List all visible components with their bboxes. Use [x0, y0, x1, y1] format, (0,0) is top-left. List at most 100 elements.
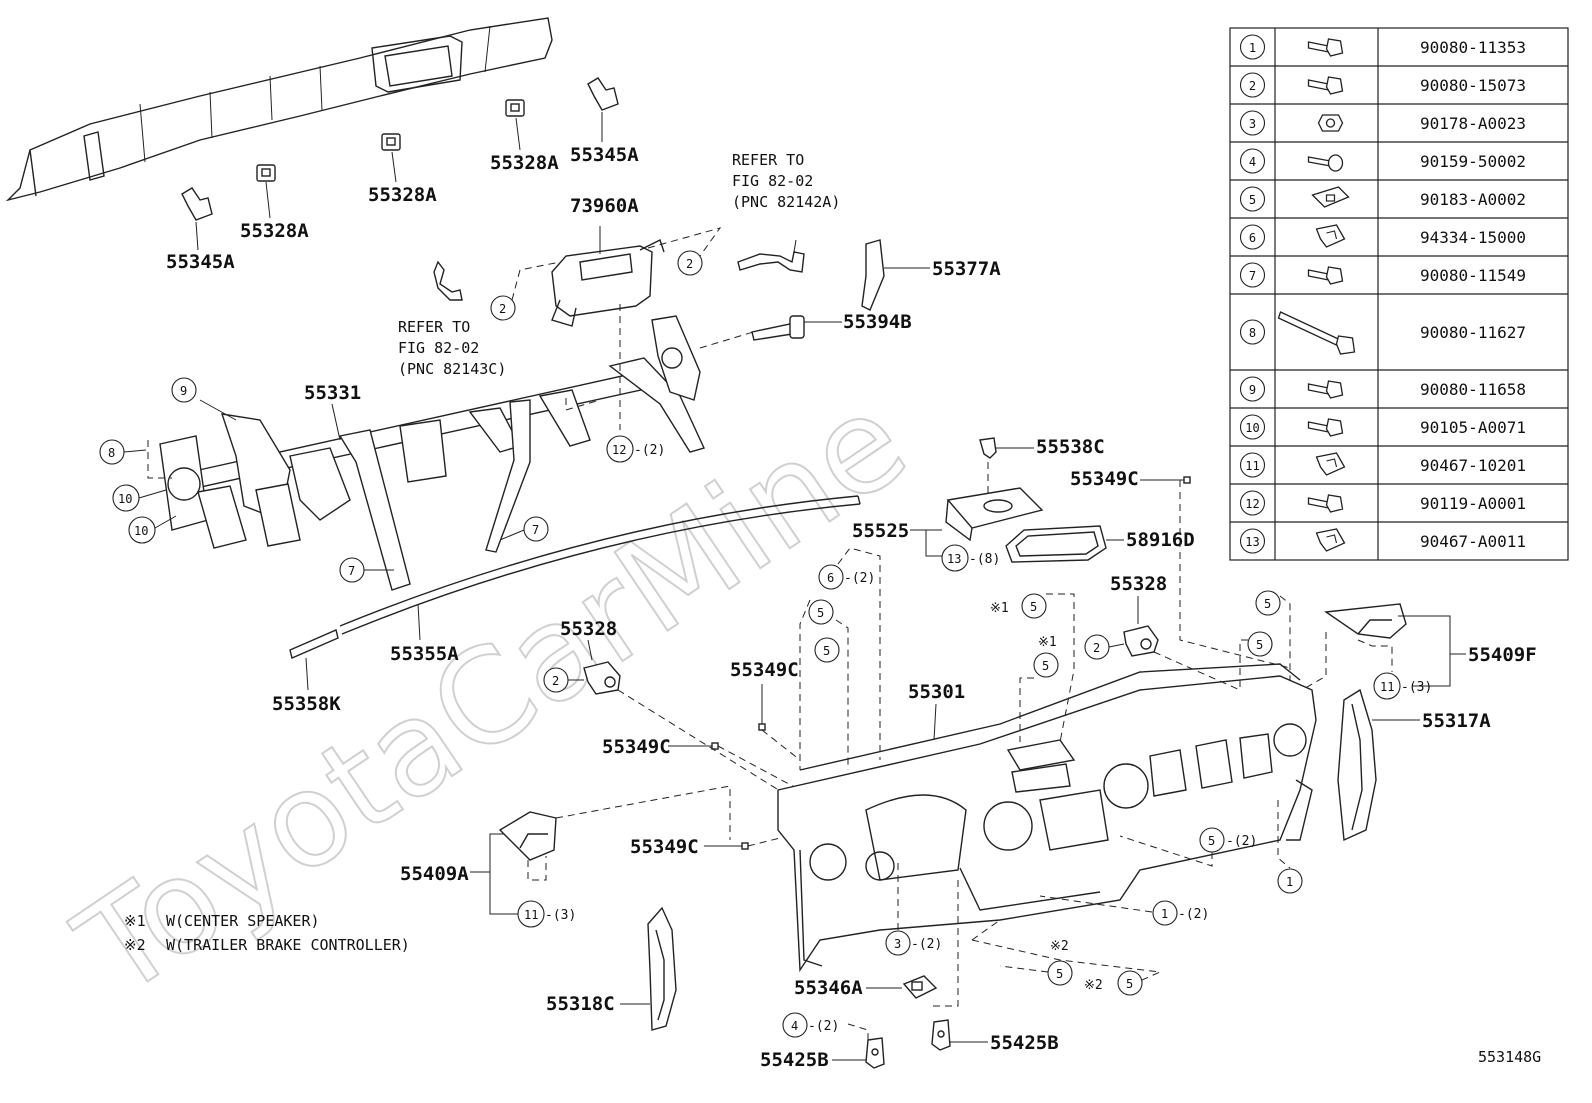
svg-text:W(TRAILER BRAKE CONTROLLER): W(TRAILER BRAKE CONTROLLER) [166, 936, 410, 954]
label-55328-right: 55328 [1110, 573, 1167, 595]
fastener-row: 2 90080-15073 [1239, 72, 1526, 98]
bolt-icon [1307, 418, 1344, 437]
svg-text:-(2): -(2) [844, 571, 875, 586]
svg-text:8: 8 [108, 446, 115, 460]
callout-2-a: 2 [490, 295, 516, 321]
label-55345A-right: 55345A [570, 144, 639, 166]
bolt-icon [1307, 266, 1344, 285]
callout-2-b: 2 [677, 250, 703, 276]
diagram-code: 553148G [1478, 1048, 1541, 1066]
instrument-panel-55301 [777, 663, 1317, 973]
side-panel-55318C [647, 906, 677, 1031]
clip-nut-icon [1311, 186, 1350, 208]
svg-text:2: 2 [1093, 641, 1100, 655]
svg-text:2: 2 [499, 302, 506, 316]
mark-1-a: ※1 [990, 601, 1009, 616]
callout-5-c: 5 [1021, 593, 1047, 619]
label-55328A-right: 55328A [490, 152, 559, 174]
fastener-number: 1 [1249, 41, 1256, 55]
svg-text:3: 3 [894, 937, 901, 951]
nut-55346A [902, 975, 938, 999]
label-55331: 55331 [304, 382, 361, 404]
label-55317A: 55317A [1422, 710, 1491, 732]
callout-12: 12 -(2) [606, 435, 665, 463]
callout-5-e: 5 [1255, 590, 1281, 616]
svg-text:5: 5 [1126, 977, 1133, 991]
svg-text:(PNC 82143C): (PNC 82143C) [398, 360, 506, 378]
label-55538C: 55538C [1036, 436, 1105, 458]
bolt-icon [1307, 380, 1344, 399]
svg-text:※2: ※2 [124, 936, 146, 954]
clip-icon [1315, 224, 1346, 248]
label-55349C-bottom: 55349C [630, 836, 699, 858]
svg-text:-(2): -(2) [911, 937, 942, 952]
svg-text:FIG 82-02: FIG 82-02 [398, 339, 479, 357]
mark-2-a: ※2 [1050, 939, 1069, 954]
clip-icon [1315, 452, 1346, 476]
fastener-number: 4 [1249, 155, 1256, 169]
svg-text:13: 13 [947, 552, 961, 566]
svg-text:5: 5 [1208, 834, 1215, 848]
callout-3: 3 -(2) [885, 930, 942, 956]
svg-text:-(2): -(2) [634, 443, 665, 458]
fastener-part-number: 90080-15073 [1420, 76, 1526, 95]
defroster-panel [5, 17, 553, 202]
callout-5-f: 5 [1247, 631, 1273, 657]
label-55425B-left: 55425B [760, 1049, 829, 1071]
svg-text:FIG 82-02: FIG 82-02 [732, 172, 813, 190]
svg-text:W(CENTER SPEAKER): W(CENTER SPEAKER) [166, 912, 320, 930]
clip-55328A-right [505, 99, 525, 117]
bracket-55425B-left [865, 1037, 885, 1069]
svg-text:7: 7 [532, 523, 539, 537]
svg-text:-(2): -(2) [808, 1019, 839, 1034]
note-1: ※1 W(CENTER SPEAKER) [124, 912, 320, 930]
svg-text:※1: ※1 [124, 912, 146, 930]
fastener-part-number: 90183-A0002 [1420, 190, 1526, 209]
label-55301: 55301 [908, 681, 965, 703]
fastener-part-number: 90119-A0001 [1420, 494, 1526, 513]
mark-1-b: ※1 [1038, 635, 1057, 650]
svg-text:-(2): -(2) [1178, 907, 1209, 922]
fastener-number: 3 [1249, 117, 1256, 131]
callout-7-b: 7 [523, 516, 549, 542]
fastener-number: 9 [1249, 383, 1256, 397]
svg-text:REFER TO: REFER TO [732, 151, 804, 169]
fastener-part-number: 90105-A0071 [1420, 418, 1526, 437]
fastener-number: 2 [1249, 79, 1256, 93]
fastener-part-number: 90080-11353 [1420, 38, 1526, 57]
svg-text:7: 7 [348, 564, 355, 578]
svg-text:-(2): -(2) [1226, 834, 1257, 849]
note-2: ※2 W(TRAILER BRAKE CONTROLLER) [124, 936, 410, 954]
label-55425B-right: 55425B [990, 1032, 1059, 1054]
callout-4: 4 -(2) [782, 1012, 839, 1038]
screw-icon [1307, 154, 1344, 172]
callout-5-h: 5 [1047, 960, 1073, 986]
svg-text:10: 10 [134, 524, 148, 538]
svg-text:5: 5 [1264, 597, 1271, 611]
svg-text:5: 5 [817, 606, 824, 620]
bolt-55394B [751, 315, 842, 341]
fastener-row: 1 90080-11353 [1239, 34, 1526, 60]
refer-note-top: REFER TO FIG 82-02 (PNC 82142A) [732, 151, 840, 211]
callout-11-a: 11 -(3) [1373, 672, 1432, 700]
callout-2-d: 2 [1084, 634, 1110, 660]
weatherstrip-55355A [339, 495, 861, 635]
label-55525: 55525 [852, 520, 909, 542]
callout-6: 6 -(2) [818, 564, 875, 590]
fastener-number: 12 [1245, 497, 1259, 511]
callout-5-a: 5 [808, 599, 834, 625]
label-58916D: 58916D [1126, 529, 1195, 551]
svg-text:5: 5 [1042, 659, 1049, 673]
label-55328A-mid: 55328A [368, 184, 437, 206]
instrument-panel-reinforcement-55331 [159, 315, 705, 591]
label-73960A: 73960A [570, 195, 639, 217]
svg-text:1: 1 [1161, 907, 1168, 921]
side-cover-55409A [498, 811, 557, 861]
bracket-55377A [861, 239, 930, 311]
